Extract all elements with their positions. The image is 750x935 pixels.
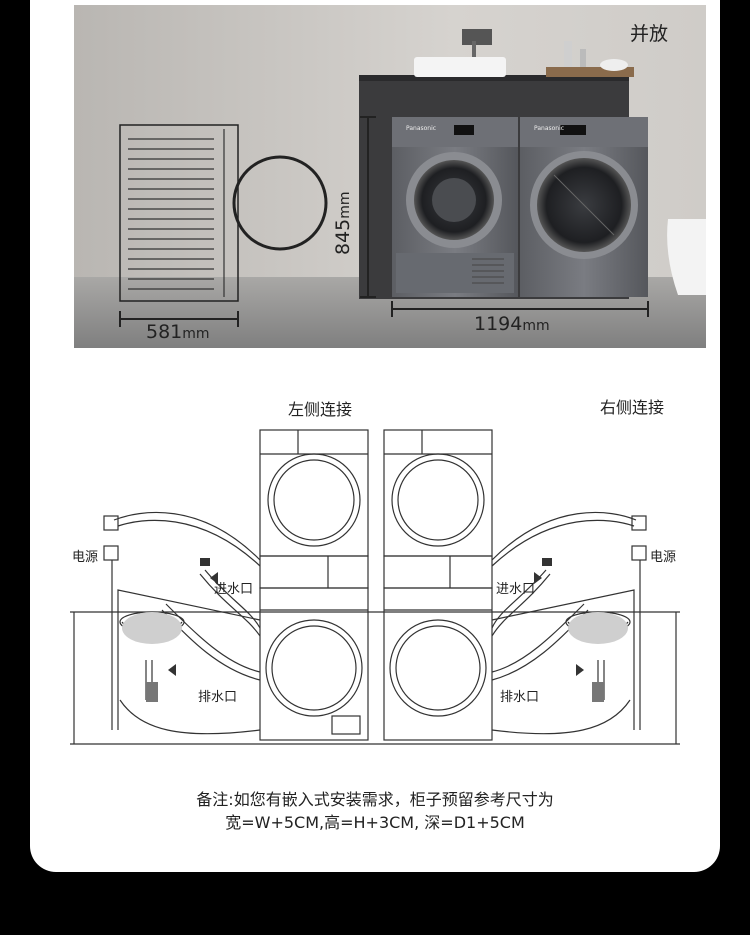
right-connection-title: 右侧连接: [600, 398, 665, 417]
diagram-illustration: [70, 429, 680, 745]
brand-logo-right: Panasonic: [534, 125, 565, 132]
left-inlet-label: 进水口: [214, 582, 254, 597]
connection-diagram: 左侧连接 右侧连接 电源 电源 进水口 进水口 排水口 排水口: [30, 360, 720, 770]
photo-title: 并放: [630, 23, 669, 45]
right-power-label: 电源: [650, 550, 677, 565]
product-card: 并放 Panasonic Panasonic 581mm 1194mm 845m…: [30, 0, 720, 872]
brand-logo-left: Panasonic: [406, 125, 437, 132]
photo-illustration: [74, 5, 706, 348]
height-value: 845: [332, 218, 354, 255]
width-pair-dimension: 1194mm: [474, 313, 550, 335]
product-photo: 并放 Panasonic Panasonic 581mm 1194mm 845m…: [74, 5, 706, 348]
width-single-unit: mm: [182, 326, 210, 342]
left-drain-label: 排水口: [198, 690, 238, 705]
right-inlet-label: 进水口: [496, 582, 536, 597]
right-drain-label: 排水口: [500, 690, 540, 705]
width-single-dimension: 581mm: [146, 321, 210, 343]
height-unit: mm: [337, 191, 353, 219]
left-connection-title: 左侧连接: [288, 400, 353, 419]
width-pair-unit: mm: [522, 318, 550, 334]
width-pair-value: 1194: [474, 313, 523, 335]
note-line-2: 宽=W+5CM,高=H+3CM, 深=D1+5CM: [225, 813, 525, 832]
left-power-label: 电源: [72, 550, 99, 565]
note-line-1: 备注:如您有嵌入式安装需求，柜子预留参考尺寸为: [196, 790, 554, 809]
height-dimension: 845mm: [332, 191, 354, 255]
width-single-value: 581: [146, 321, 183, 343]
